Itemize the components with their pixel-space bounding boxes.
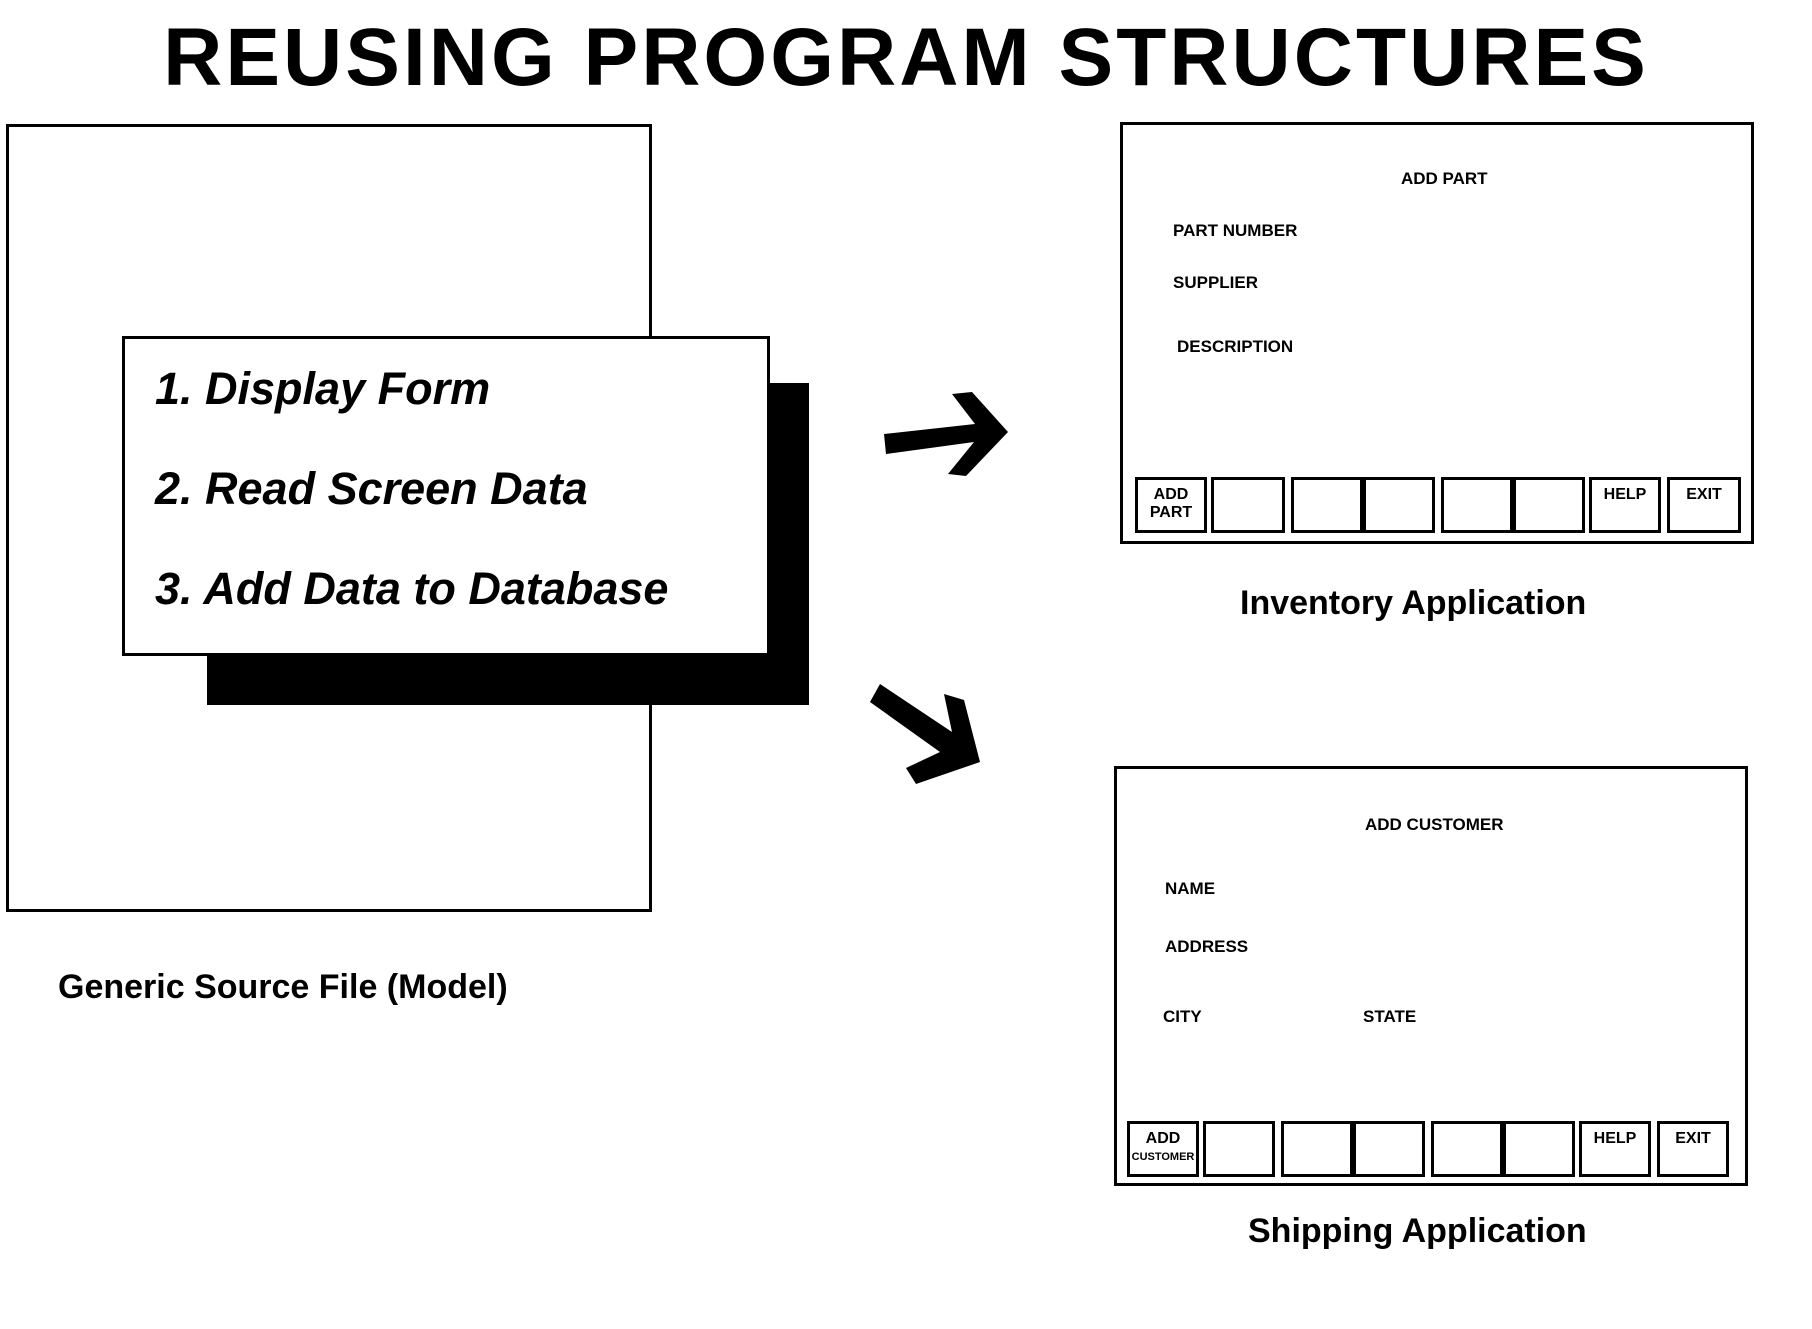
function-key-blank[interactable] [1363,477,1435,533]
function-key-blank[interactable] [1211,477,1285,533]
add-customer-key[interactable]: ADD CUSTOMER [1127,1121,1199,1177]
program-steps-card: 1. Display Form 2. Read Screen Data 3. A… [122,336,770,656]
function-key-blank[interactable] [1353,1121,1425,1177]
inventory-caption: Inventory Application [1240,584,1587,622]
step-read-screen-data: 2. Read Screen Data [155,463,588,514]
field-description-label: DESCRIPTION [1177,337,1294,356]
field-name-label: NAME [1165,879,1216,898]
exit-key[interactable]: EXIT [1657,1121,1729,1177]
page-title: REUSING PROGRAM STRUCTURES [163,12,1649,103]
function-key-blank[interactable] [1431,1121,1503,1177]
function-key-blank[interactable] [1291,477,1363,533]
function-key-blank[interactable] [1513,477,1585,533]
help-key[interactable]: HELP [1579,1121,1651,1177]
shipping-screen: ADD CUSTOMER NAME ADDRESS CITY STATE ADD… [1114,766,1748,1186]
field-state-label: STATE [1363,1007,1417,1026]
help-key[interactable]: HELP [1589,477,1661,533]
arrow-to-inventory-icon [880,384,1020,484]
arrow-to-shipping-icon [866,680,1006,790]
step-add-data-to-database: 3. Add Data to Database [155,563,669,614]
field-supplier-label: SUPPLIER [1173,273,1259,292]
field-part-number-label: PART NUMBER [1173,221,1298,240]
function-key-blank[interactable] [1503,1121,1575,1177]
function-key-blank[interactable] [1281,1121,1353,1177]
shipping-caption: Shipping Application [1248,1212,1587,1250]
function-key-blank[interactable] [1203,1121,1275,1177]
add-part-key[interactable]: ADD PART [1135,477,1207,533]
shipping-form-title: ADD CUSTOMER [1365,815,1504,834]
model-caption: Generic Source File (Model) [58,968,508,1006]
inventory-screen: ADD PART PART NUMBER SUPPLIER DESCRIPTIO… [1120,122,1754,544]
inventory-form-title: ADD PART [1401,169,1488,188]
field-address-label: ADDRESS [1165,937,1249,956]
step-display-form: 1. Display Form [155,363,491,414]
exit-key[interactable]: EXIT [1667,477,1741,533]
field-city-label: CITY [1163,1007,1202,1026]
function-key-blank[interactable] [1441,477,1513,533]
